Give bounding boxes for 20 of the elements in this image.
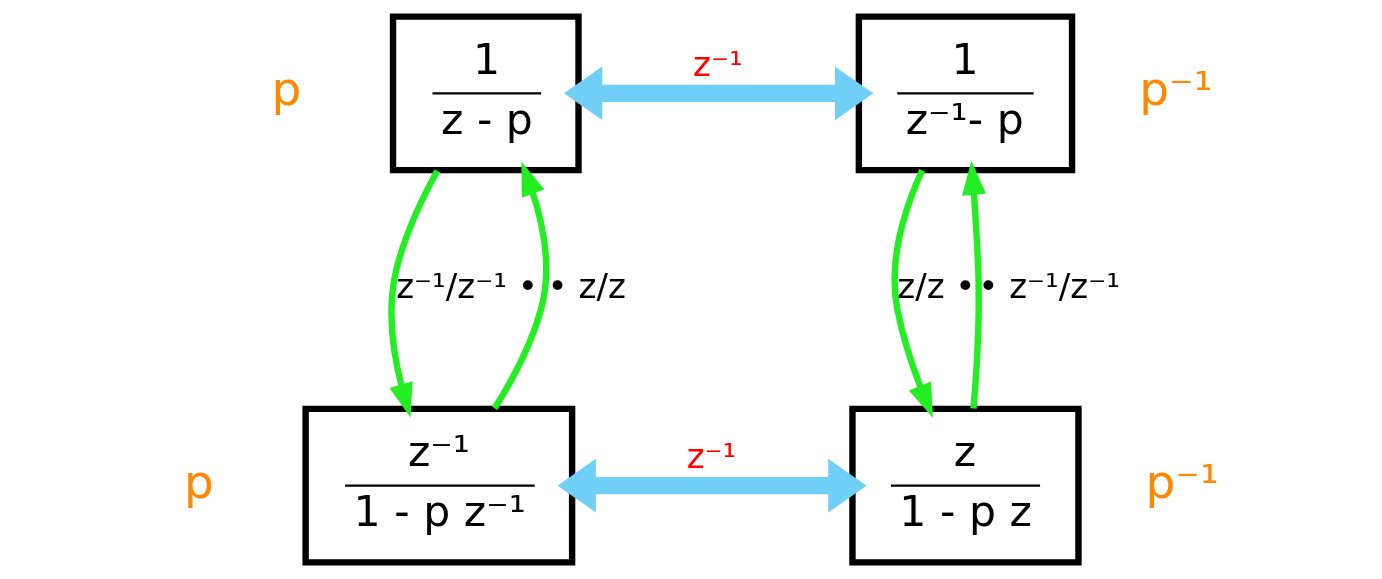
- edge-label: • z/z: [547, 265, 626, 306]
- arrow: [387, 169, 440, 418]
- edge-label: • z⁻¹/z⁻¹: [977, 265, 1120, 306]
- node-label: p: [271, 61, 301, 117]
- arrow: [961, 160, 986, 409]
- edge-label: z⁻¹/z⁻¹ •: [395, 265, 538, 306]
- arrow: [491, 161, 549, 410]
- node-box: z 1 - p z: [848, 405, 1082, 566]
- arrow: [557, 458, 867, 513]
- edge-label: z⁻¹: [692, 43, 743, 84]
- arrow: [891, 169, 933, 418]
- node-box: 1 z - p: [389, 13, 582, 174]
- node-box: z⁻¹ 1 - p z⁻¹: [301, 405, 575, 566]
- edge-label: z⁻¹: [686, 436, 736, 477]
- node-label: p⁻¹: [1145, 453, 1219, 509]
- node-label: p⁻¹: [1138, 61, 1213, 117]
- node-label: p: [183, 453, 214, 509]
- arrow: [563, 66, 873, 121]
- node-box: 1 z⁻¹- p: [855, 13, 1075, 174]
- edge-label: z/z •: [896, 265, 975, 306]
